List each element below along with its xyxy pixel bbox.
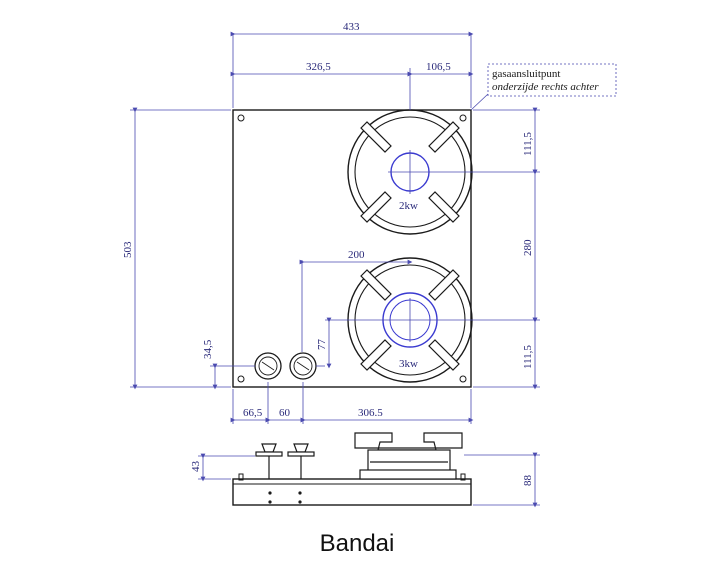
dim-total-width bbox=[230, 31, 474, 108]
gas-note-leader bbox=[470, 63, 617, 111]
corner-screws bbox=[237, 114, 467, 383]
dim-burner-top-label: 111,5 bbox=[522, 132, 534, 156]
dim-total-height bbox=[130, 107, 231, 390]
dim-burner-200 bbox=[299, 259, 413, 352]
knob-right bbox=[289, 352, 317, 380]
side-view bbox=[232, 432, 472, 506]
dim-burner-x-label: 200 bbox=[348, 249, 365, 261]
dim-width-right-label: 106,5 bbox=[426, 61, 451, 73]
dim-knob-spacing-label: 60 bbox=[279, 407, 291, 419]
dim-knob-horizontal bbox=[230, 382, 474, 424]
dim-burner-bottom-label: 111,5 bbox=[522, 345, 534, 369]
dim-knob-height bbox=[210, 363, 255, 390]
dim-side-knob bbox=[198, 453, 255, 482]
gas-note-line2: onderzijde rechts achter bbox=[492, 81, 599, 93]
dim-width-left-label: 326,5 bbox=[306, 61, 331, 73]
dim-burner-spacing-label: 280 bbox=[522, 239, 534, 256]
dim-total-width-label: 433 bbox=[343, 21, 360, 33]
dim-burner-y bbox=[432, 107, 540, 390]
hob-plate bbox=[232, 109, 472, 388]
dim-side-total bbox=[464, 452, 540, 508]
bottom-burner bbox=[347, 257, 473, 383]
top-burner bbox=[347, 109, 473, 235]
knob-left bbox=[254, 352, 282, 380]
dim-knob-vertical-label: 77 bbox=[316, 339, 328, 351]
top-burner-power: 2kw bbox=[399, 200, 418, 212]
dim-knob-77 bbox=[316, 317, 388, 369]
dim-total-height-label: 503 bbox=[122, 241, 134, 258]
dim-knob-height-label: 34,5 bbox=[202, 339, 214, 359]
dim-knob-left-label: 66,5 bbox=[243, 407, 263, 419]
bottom-burner-power: 3kw bbox=[399, 358, 418, 370]
dim-side-total-label: 88 bbox=[522, 475, 534, 487]
product-caption: Bandai bbox=[319, 530, 395, 557]
dim-side-knob-label: 43 bbox=[190, 461, 202, 473]
dim-knob-edge-label: 306.5 bbox=[358, 407, 383, 419]
gas-note-line1: gasaansluitpunt bbox=[492, 68, 560, 80]
dim-burner-x bbox=[230, 68, 474, 110]
